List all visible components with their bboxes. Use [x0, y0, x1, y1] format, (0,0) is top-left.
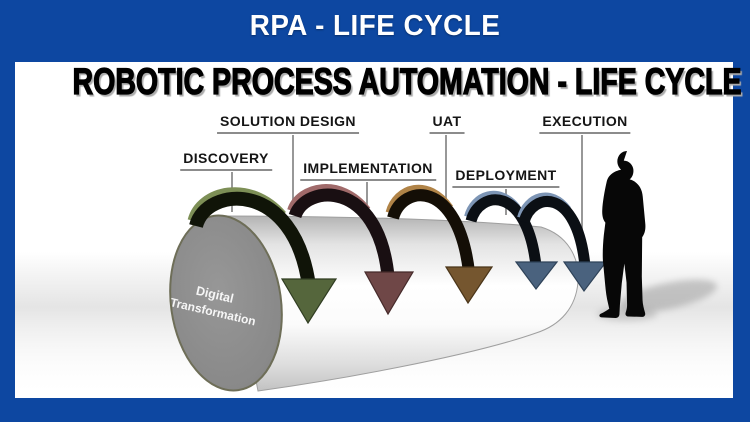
arc-5: [517, 192, 591, 267]
banner-title: RPA - LIFE CYCLE: [249, 10, 501, 42]
arc-5-body: [518, 196, 591, 267]
stage-label-execution: EXECUTION: [539, 113, 631, 135]
arrowhead-1: [280, 278, 338, 325]
arrowhead-5: [562, 261, 608, 293]
stage-label-discovery: DISCOVERY: [180, 150, 272, 172]
arc-4-body: [465, 194, 542, 267]
arrowhead-3: [444, 266, 494, 305]
arrowhead-2: [363, 271, 415, 316]
arc-3: [385, 184, 475, 273]
arc-3-body: [387, 189, 475, 273]
businessman-silhouette: [599, 151, 646, 318]
stage-label-implementation: IMPLEMENTATION: [300, 160, 436, 182]
arc-1-body: [189, 191, 316, 288]
arc-1: [187, 187, 316, 288]
arc-4: [464, 190, 542, 267]
arc-2: [287, 184, 395, 277]
arc-2-body: [288, 188, 395, 277]
arrowhead-4: [514, 261, 559, 290]
cylinder-face: [169, 214, 283, 392]
stage-label-deployment: DEPLOYMENT: [452, 167, 560, 189]
stage-label-uat: UAT: [429, 113, 465, 135]
stage-label-solution-design: SOLUTION DESIGN: [217, 113, 359, 135]
main-heading: ROBOTIC PROCESS AUTOMATION - LIFE CYCLE: [72, 60, 742, 103]
